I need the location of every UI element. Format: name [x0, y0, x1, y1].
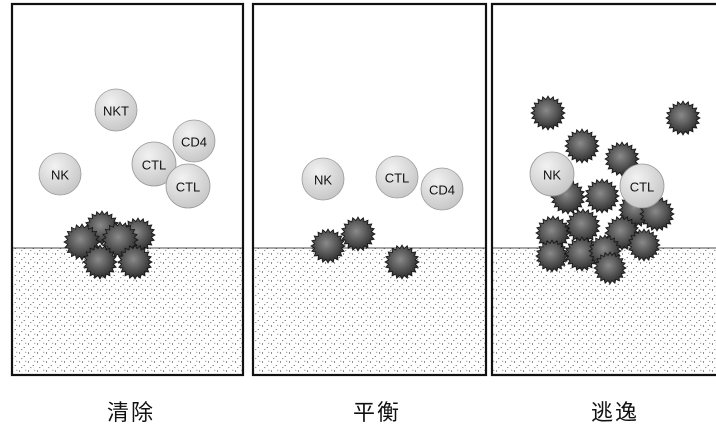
- immune-cell-icon: [529, 151, 575, 197]
- immune-cell: NKT: [94, 88, 138, 132]
- immune-cell-icon: [38, 152, 82, 196]
- tumor-cell-icon: [535, 239, 569, 273]
- immune-cell-label: NKT: [103, 104, 129, 119]
- immune-cell-icon: [619, 163, 665, 209]
- tumor-cell-icon: [117, 244, 153, 280]
- immune-cell-icon: [375, 155, 419, 199]
- tumor-cell-icon: [565, 208, 601, 244]
- panel-equilibrium: NK CTL CD4: [251, 2, 488, 377]
- panel-label-clearance: 清除: [106, 401, 155, 426]
- panel-label-escape: 逃逸: [590, 401, 639, 426]
- immune-cell: CTL: [619, 163, 665, 209]
- tumor-cell-icon: [627, 228, 661, 262]
- immune-cell-label: NK: [314, 173, 332, 188]
- immune-cell-label: NK: [51, 168, 69, 183]
- immune-cell-icon: [165, 163, 211, 209]
- immune-cell-icon: [420, 167, 464, 211]
- panel-frame: [490, 2, 716, 377]
- tumor-cell-icon: [665, 100, 701, 136]
- immune-cell-label: NK: [543, 168, 561, 183]
- tissue-region: [253, 248, 486, 375]
- immune-cell: NK: [529, 151, 575, 197]
- panel-label-equilibrium: 平衡: [352, 401, 401, 426]
- tumor-cell-icon: [593, 251, 627, 285]
- immune-cell-icon: [172, 119, 216, 163]
- panel-frame: [10, 2, 245, 377]
- tumor-cell-icon: [310, 228, 346, 264]
- immune-cell-label: CTL: [142, 158, 167, 173]
- immune-cell-label: CD4: [429, 183, 455, 198]
- panel-frame: [251, 2, 488, 377]
- immune-cell-icon: [94, 88, 138, 132]
- cell-layer: NK CTL CD4: [301, 155, 464, 280]
- tumor-cell-icon: [340, 216, 376, 252]
- immune-cell: CD4: [172, 119, 216, 163]
- immune-cell: NK: [301, 157, 345, 201]
- panel-escape: NK CTL: [490, 2, 716, 377]
- tumor-cell-icon: [584, 178, 620, 214]
- tumor-cell-icon: [564, 128, 600, 164]
- immune-cell: CTL: [131, 141, 177, 187]
- immune-cell-label: CTL: [630, 180, 655, 195]
- tumor-cell-icon: [384, 244, 420, 280]
- immune-cell-label: CTL: [385, 171, 410, 186]
- immune-cell: CTL: [165, 163, 211, 209]
- cell-layer: NK CTL: [529, 95, 701, 285]
- immune-cell-icon: [301, 157, 345, 201]
- tumor-cell-icon: [82, 244, 118, 280]
- tumor-cell-icon: [530, 95, 566, 131]
- immune-cell: NK: [38, 152, 82, 196]
- immune-cell: CD4: [420, 167, 464, 211]
- immune-cell-label: CTL: [176, 180, 201, 195]
- immune-cell: CTL: [375, 155, 419, 199]
- tumor-cell-icon: [564, 236, 600, 272]
- immune-cell-icon: [131, 141, 177, 187]
- immune-cell-label: CD4: [181, 135, 207, 150]
